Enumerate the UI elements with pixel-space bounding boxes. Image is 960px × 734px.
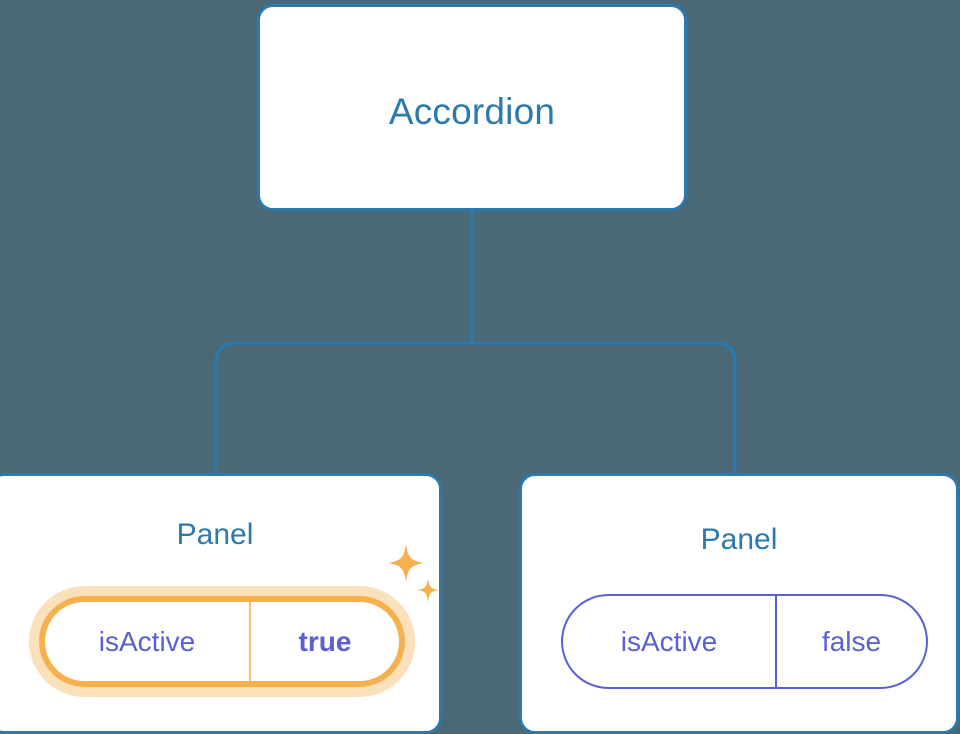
node-panel-right[interactable]: Panel isActive false xyxy=(519,473,959,734)
node-panel-right-title: Panel xyxy=(700,523,778,556)
prop-value-isactive-left: true xyxy=(298,625,352,657)
prop-pill-right[interactable]: isActive false xyxy=(561,594,928,689)
prop-value-isactive-right: false xyxy=(821,625,882,657)
node-panel-left-title: Panel xyxy=(176,518,254,551)
node-accordion-title: Accordion xyxy=(388,91,556,132)
connector-branch-bus xyxy=(214,341,737,473)
node-panel-left[interactable]: Panel isActive true xyxy=(0,473,442,734)
node-accordion[interactable]: Accordion xyxy=(257,4,687,211)
prop-key-isactive-left: isActive xyxy=(45,602,251,681)
prop-pill-highlighted[interactable]: isActive true xyxy=(29,586,415,697)
prop-pill-left[interactable]: isActive true xyxy=(39,596,405,687)
prop-key-isactive-right: isActive xyxy=(563,596,777,687)
